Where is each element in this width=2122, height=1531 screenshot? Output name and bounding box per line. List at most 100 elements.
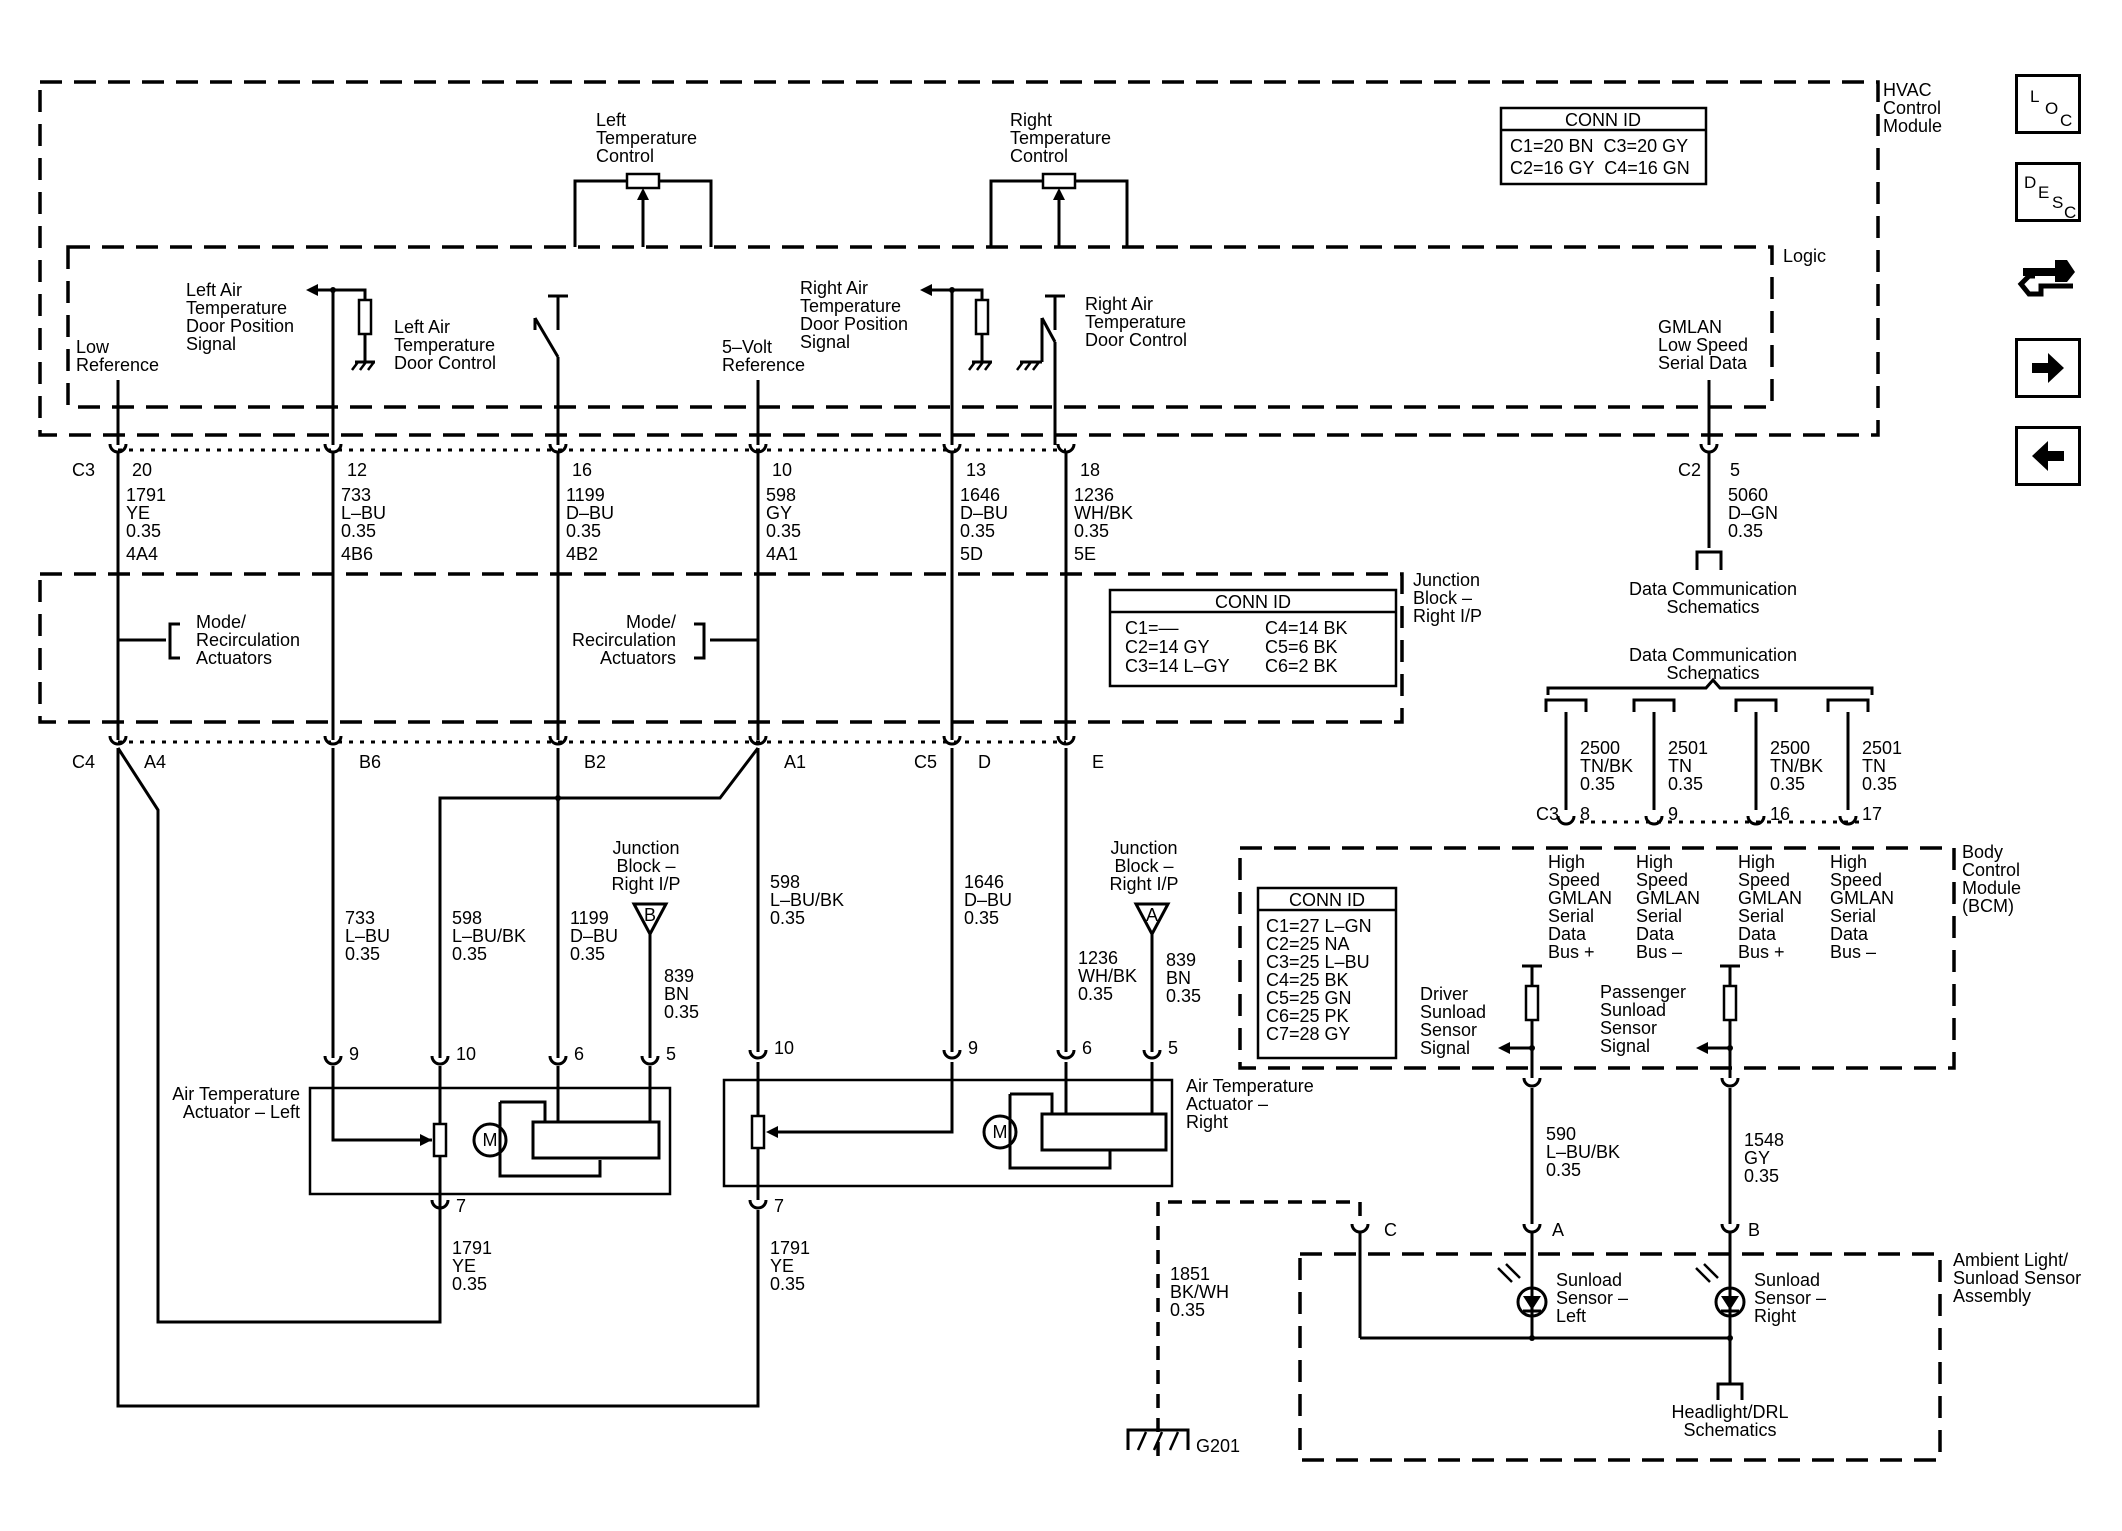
svg-text:Signal: Signal	[186, 334, 236, 354]
bcm-wire-label: 0.35	[1862, 774, 1897, 794]
svg-text:C3=14 L–GY: C3=14 L–GY	[1125, 656, 1230, 676]
svg-text:Signal: Signal	[800, 332, 850, 352]
c2-label: C2	[1678, 460, 1701, 480]
connector-pin	[942, 735, 962, 746]
svg-text:1791: 1791	[770, 1238, 810, 1258]
low-reference-label: Low	[76, 337, 110, 357]
connector-icon	[2017, 260, 2075, 297]
c3-pin-16: 16	[572, 460, 592, 480]
arrow-right-icon	[2032, 353, 2064, 383]
wire-mid-label: D–BU	[964, 890, 1012, 910]
bcm-bus-label: GMLAN	[1738, 888, 1802, 908]
connector-pin	[1056, 735, 1076, 746]
bcm-bus-label: High	[1636, 852, 1673, 872]
svg-text:1851: 1851	[1170, 1264, 1210, 1284]
bcm-bus-label: GMLAN	[1548, 888, 1612, 908]
svg-text:Reference: Reference	[76, 355, 159, 375]
wire-mid-label: WH/BK	[1078, 966, 1137, 986]
svg-text:Schematics[interactable]: Schematics	[1666, 597, 1759, 617]
wire-mid-label: 733	[345, 908, 375, 928]
svg-text:Right: Right	[1186, 1112, 1228, 1132]
svg-text:Door Position: Door Position	[186, 316, 294, 336]
svg-text:Schematics[interactable]: Schematics	[1666, 663, 1759, 683]
body-control-module: Body Control Module (BCM) C3 82500TN/BK0…	[1238, 698, 2021, 1224]
bcm-bus-label: Serial	[1636, 906, 1682, 926]
hvac-conn-row-1: C1=20 BN C3=20 GY	[1510, 136, 1688, 156]
svg-text:Right: Right	[1010, 110, 1052, 130]
bcm-bus-label: Bus –	[1636, 942, 1682, 962]
junction-terminal: 4B6	[341, 544, 373, 564]
svg-text:Junction: Junction	[1413, 570, 1480, 590]
previous-page-button[interactable]	[2015, 426, 2081, 486]
svg-text:Junction: Junction	[1110, 838, 1177, 858]
wire-top-label: GY	[766, 503, 792, 523]
svg-text:Schematics[interactable]: Schematics	[1683, 1420, 1776, 1440]
svg-text:5060: 5060	[1728, 485, 1768, 505]
svg-text:Block –: Block –	[1114, 856, 1173, 876]
data-comm-link-2[interactable]: Data Communication	[1629, 645, 1797, 665]
connector-pin	[942, 443, 962, 454]
svg-text:Right I/P: Right I/P	[611, 874, 680, 894]
actuator-left-pin: 9	[349, 1044, 359, 1064]
wire-mid-label: 0.35	[570, 944, 605, 964]
svg-text:Right: Right	[1754, 1306, 1796, 1326]
svg-text:Actuators: Actuators	[600, 648, 676, 668]
svg-text:C1=––: C1=––	[1125, 618, 1179, 638]
left-position-signal-label: Left Air	[186, 280, 242, 300]
svg-text:Reference: Reference	[722, 355, 805, 375]
wire-top-label: WH/BK	[1074, 503, 1133, 523]
gmlan-label: GMLAN	[1658, 317, 1722, 337]
c3-pin-18: 18	[1080, 460, 1100, 480]
connector-pin	[1056, 443, 1076, 454]
mode-right-label: Mode/	[626, 612, 676, 632]
location-button[interactable]: L O C	[2015, 74, 2081, 134]
wire-mid-label: 1236	[1078, 948, 1118, 968]
bcm-bus-label: Speed	[1830, 870, 1882, 890]
connector-pin	[108, 443, 128, 454]
svg-text:839: 839	[664, 966, 694, 986]
wire-mid-label: L–BU/BK	[452, 926, 526, 946]
jb-ref-left: Junction Block – Right I/P B 839 BN 0.35	[611, 838, 699, 1058]
svg-text:Block –: Block –	[616, 856, 675, 876]
connector-pin	[1556, 815, 1576, 826]
arrow-left-icon	[2032, 441, 2064, 471]
svg-text:0.35: 0.35	[452, 1274, 487, 1294]
hvac-conn-row-2: C2=16 GY C4=16 GN	[1510, 158, 1690, 178]
wire-top-label: 598	[766, 485, 796, 505]
wire-mid-label: 1646	[964, 872, 1004, 892]
description-button[interactable]: D E S C	[2015, 162, 2081, 222]
junction-terminal: 5E	[1074, 544, 1096, 564]
headlight-drl-link[interactable]: Headlight/DRL	[1671, 1402, 1788, 1422]
wire-mid-label: 1199	[570, 908, 609, 928]
actuator-right-pin: 7	[774, 1196, 784, 1216]
svg-text:Control: Control	[596, 146, 654, 166]
connector-pin	[748, 1049, 768, 1060]
data-comm-link-1[interactable]: Data Communication	[1629, 579, 1797, 599]
bcm-conn-row: C4=25 BK	[1266, 970, 1349, 990]
svg-text:B: B	[644, 905, 656, 925]
svg-text:C4=14 BK: C4=14 BK	[1265, 618, 1348, 638]
svg-text:0.35: 0.35	[1170, 1300, 1205, 1320]
svg-text:Signal: Signal	[1600, 1036, 1650, 1056]
next-page-button[interactable]	[2015, 338, 2081, 398]
connector-pin	[430, 1055, 450, 1066]
ground-g201: 1851 BK/WH 0.35 G201	[1126, 1200, 1362, 1456]
bcm-wire-label: TN	[1668, 756, 1692, 776]
wire-top-label: 0.35	[126, 521, 161, 541]
wire-top-label: 0.35	[1074, 521, 1109, 541]
bcm-pin: 9	[1668, 804, 1678, 824]
wire-top-label: YE	[126, 503, 150, 523]
jb-ref-right: Junction Block – Right I/P A 839 BN 0.35	[1109, 838, 1201, 1052]
wire-mid-label: 598	[452, 908, 482, 928]
wire-top-label: 733	[341, 485, 371, 505]
svg-text:A: A	[1146, 905, 1158, 925]
connector-view-button[interactable]	[2015, 246, 2081, 306]
junction-block-right-ip: Junction Block – Right I/P Mode/ Recircu…	[38, 570, 1482, 724]
bcm-pin: 8	[1580, 804, 1590, 824]
connector-pin	[548, 1055, 568, 1066]
connector-pin	[548, 443, 568, 454]
bcm-wire-label: 2501	[1862, 738, 1902, 758]
svg-text:Signal: Signal	[1420, 1038, 1470, 1058]
